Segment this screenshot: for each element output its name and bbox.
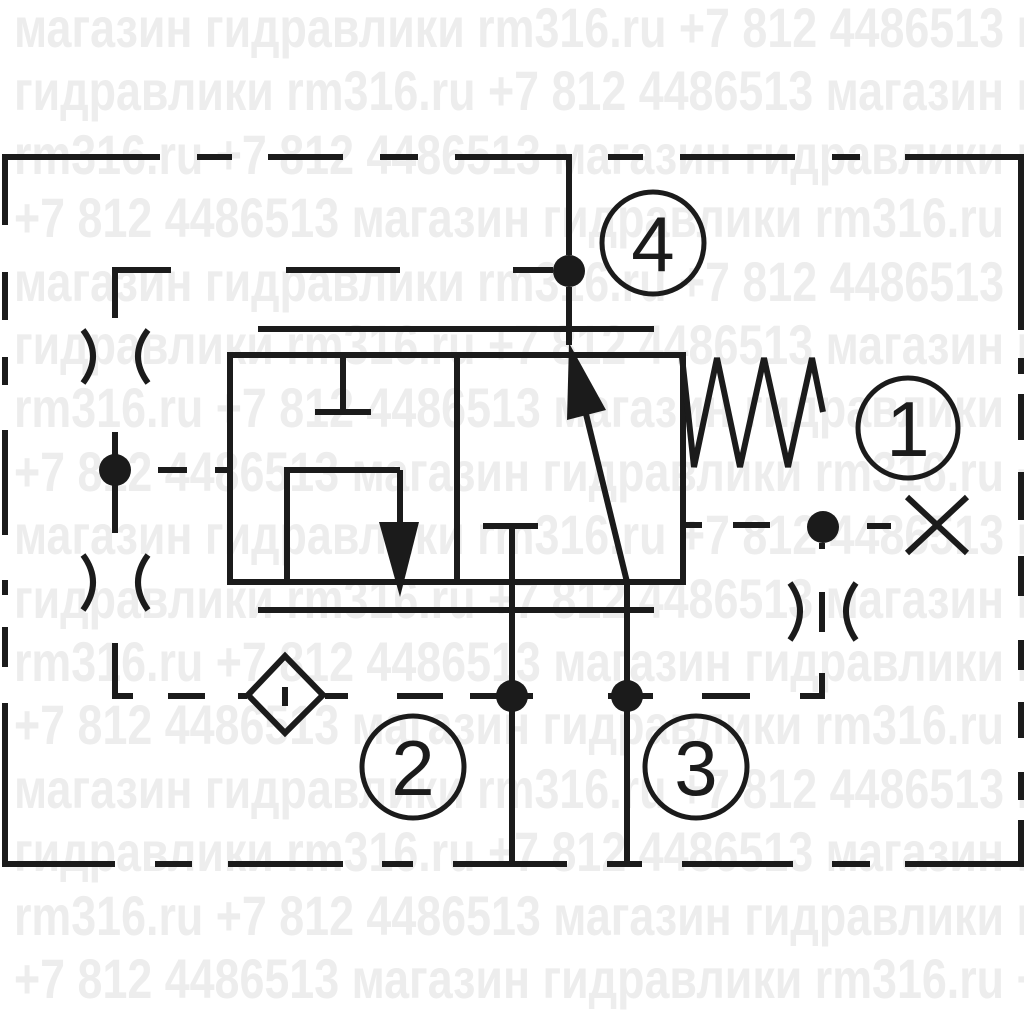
port-3-circle (642, 713, 750, 821)
port-4-label: 4 (631, 200, 674, 288)
watermark-row: магазин гидравлики rm316.ru +7 812 44865… (14, 0, 1024, 59)
port-2-label: 2 (391, 724, 434, 812)
left-position-flow-path (284, 467, 403, 582)
plugged-port-x (904, 494, 970, 556)
watermark-row: гидравлики rm316.ru +7 812 4486513 магаз… (14, 820, 1024, 884)
pilot-line-left (80, 328, 230, 699)
port-2-badge: 2 (359, 713, 467, 821)
orifice-lower-right-arc (135, 553, 151, 612)
watermark-row: +7 812 4486513 магазин гидравлики rm316.… (14, 947, 1024, 1010)
junction-dot (807, 511, 839, 543)
filter-diamond (243, 651, 328, 738)
junction-dot (99, 454, 131, 486)
watermark-row: +7 812 4486513 магазин гидравлики rm316.… (14, 186, 1024, 250)
watermark-row: гидравлики rm316.ru +7 812 4486513 магаз… (14, 59, 1024, 123)
orifice-upper-right-arc (135, 328, 151, 385)
valve-body (227, 326, 826, 864)
junction-dot (496, 680, 528, 712)
spring (679, 356, 826, 468)
orifice-upper-left-arc (80, 328, 96, 385)
junction-dot (611, 680, 643, 712)
port-1-circle (855, 375, 961, 481)
pilot-line-bottom (168, 651, 750, 738)
port-4-badge: 4 (599, 189, 707, 297)
down-flow-arrow (379, 522, 419, 597)
port-3-label: 3 (674, 724, 717, 812)
port-4-circle (599, 189, 707, 297)
check-valve-arrowhead (567, 343, 606, 420)
watermark-row: rm316.ru +7 812 4486513 магазин гидравли… (14, 630, 1024, 693)
pilot-right-dashes (682, 522, 891, 529)
watermark-row: магазин гидравлики rm316.ru +7 812 44865… (14, 503, 1024, 567)
pilot-line-top (112, 157, 572, 345)
orifice-right-left-arc (787, 581, 803, 642)
orifice-lower-left-arc (80, 553, 96, 612)
junction-dot (553, 255, 585, 287)
watermark-row: rm316.ru +7 812 4486513 магазин гидравли… (14, 883, 1024, 947)
port-3-badge: 3 (642, 713, 750, 821)
port-2-circle (359, 713, 467, 821)
watermark-row: магазин гидравлики rm316.ru +7 812 44865… (14, 756, 1024, 820)
pilot-right-vertical-segments (800, 543, 825, 699)
blocked-port-t-left (315, 355, 371, 415)
check-valve-shaft (583, 413, 630, 583)
enclosure-border (2, 154, 1024, 867)
pilot-line-right (682, 494, 970, 699)
junction-dots (99, 255, 839, 712)
watermark-row: магазин гидравлики rm316.ru +7 812 44865… (14, 249, 1024, 313)
watermark-row: гидравлики rm316.ru +7 812 4486513 магаз… (14, 313, 1024, 376)
port-1-label: 1 (886, 385, 929, 473)
pilot-line-top-segments (112, 267, 553, 318)
port-1-badge: 1 (855, 375, 961, 481)
orifice-right-right-arc (843, 581, 859, 642)
